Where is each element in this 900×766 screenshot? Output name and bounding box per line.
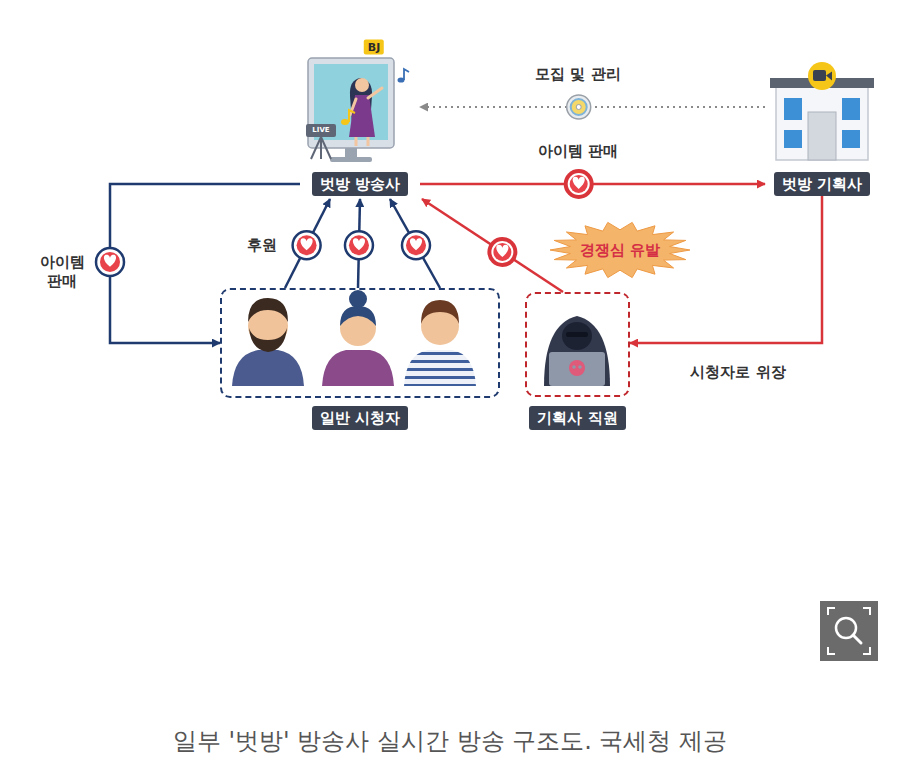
edge-label: 아이템 판매	[36, 253, 88, 291]
dashed-outline	[220, 288, 500, 398]
staff-group: 기획사 직원	[525, 292, 630, 430]
bj-badge: BJ	[364, 40, 384, 55]
flow-arrow	[420, 106, 765, 108]
edge-label: 시청자로 위장	[690, 363, 785, 382]
node-label: 기획사 직원	[529, 406, 625, 430]
heart-icon	[96, 248, 124, 276]
viewer-group: 일반 시청자	[220, 288, 500, 430]
agency-node: 벗방 기획사	[765, 62, 879, 196]
heart-icon	[564, 169, 594, 199]
flow-arrow	[285, 199, 330, 288]
heart-icon	[402, 231, 430, 259]
flow-arrow	[630, 196, 822, 343]
heart-icon	[487, 237, 517, 267]
edge-label: 아이템 판매	[538, 142, 618, 161]
figure-caption: 일부 '벗방' 방송사 실시간 방송 구조도. 국세청 제공	[0, 726, 900, 756]
broadcaster-node: 벗방 방송사	[300, 35, 420, 196]
heart-icon	[345, 231, 373, 259]
burst-text: 경쟁심 유발	[580, 241, 660, 260]
node-label: 벗방 방송사	[312, 172, 408, 196]
monitor-illustration	[306, 58, 409, 162]
agency-building-icon	[770, 62, 874, 160]
dashed-outline	[525, 292, 630, 397]
burst-shape	[550, 222, 690, 277]
node-label: 벗방 기획사	[774, 172, 870, 196]
heart-icon	[293, 231, 321, 259]
flow-arrow	[390, 199, 440, 288]
flow-arrow	[422, 199, 563, 292]
disguised-staff-figure	[544, 316, 610, 386]
edge-label: 후원	[247, 236, 277, 255]
zoom-button	[820, 601, 878, 661]
flow-arrow	[110, 184, 300, 343]
edge-label: 모집 및 관리	[535, 65, 620, 84]
viewer-figures	[232, 290, 476, 386]
disc-icon	[567, 95, 591, 119]
live-tag: LIVE	[311, 126, 330, 135]
node-label: 일반 시청자	[312, 406, 408, 430]
